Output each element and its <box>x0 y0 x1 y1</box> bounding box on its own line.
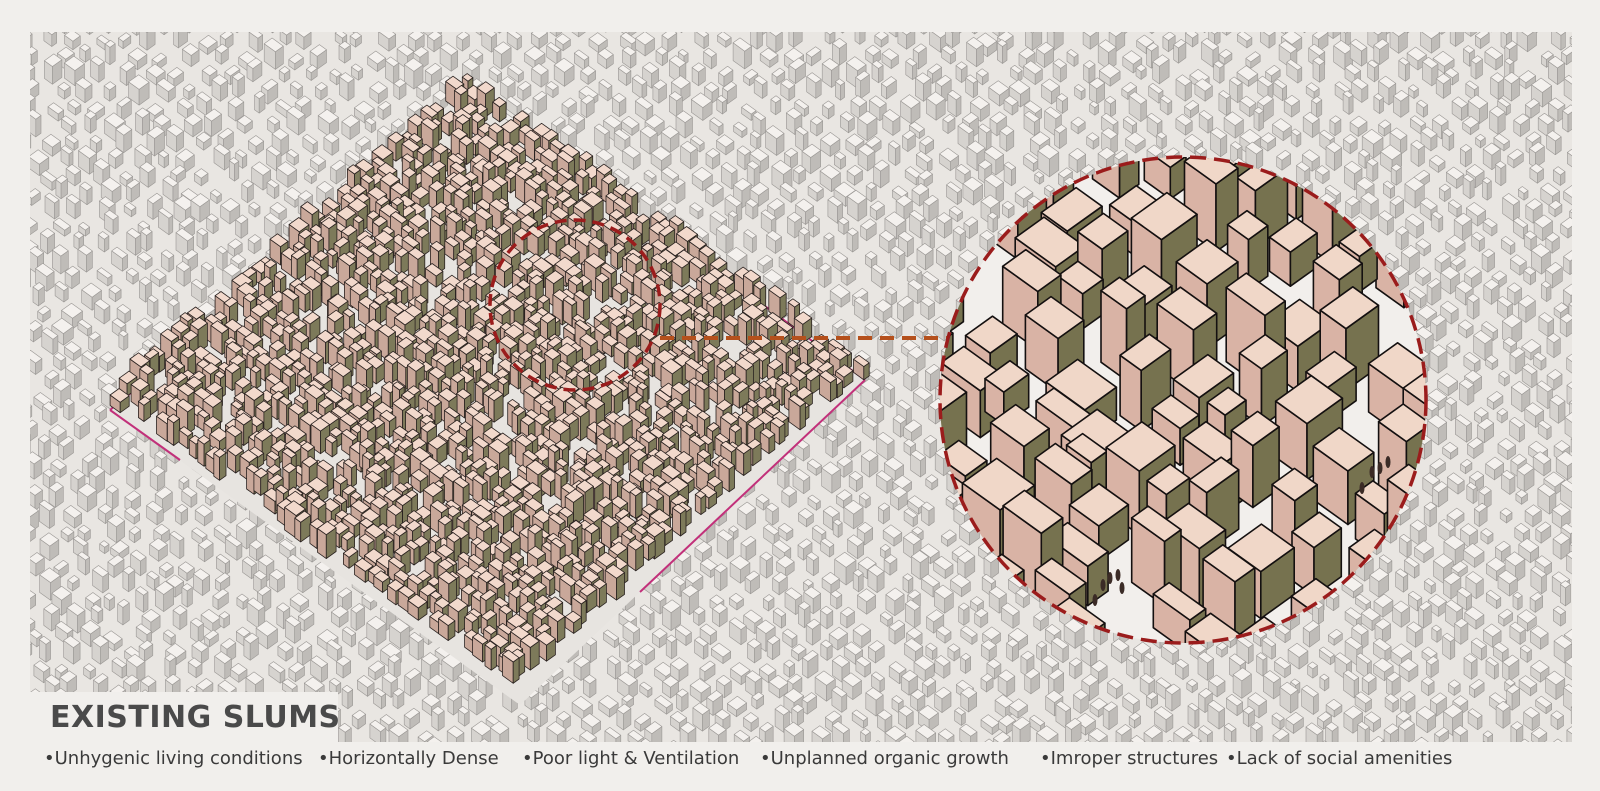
bullet-horizontally-dense: •Horizontally Dense <box>318 748 499 769</box>
bullet-social-amenities: •Lack of social amenities <box>1226 748 1452 769</box>
bullet-unhygenic: •Unhygenic living conditions <box>44 748 303 769</box>
bullet-improper-structures: •Imroper structures <box>1040 748 1218 769</box>
bullet-unplanned-growth: •Unplanned organic growth <box>760 748 1009 769</box>
bullet-list: •Unhygenic living conditions •Horizontal… <box>0 748 1600 776</box>
page-title: EXISTING SLUMS <box>50 700 341 735</box>
bullet-poor-light: •Poor light & Ventilation <box>522 748 739 769</box>
